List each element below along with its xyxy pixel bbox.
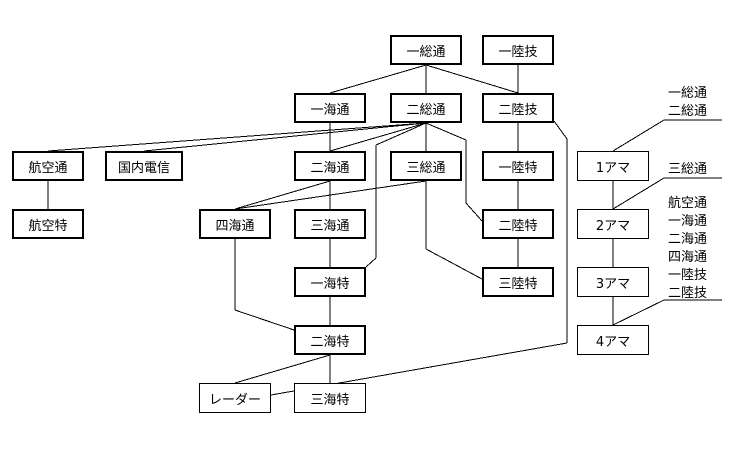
l-sansou-sanriku-2 [425,248,483,280]
l-sansou-yonkai [234,180,427,210]
label-a4-prereq-3: 二海通 [668,232,708,247]
l-nisou-ichikaitoku-3 [365,257,377,268]
label-a4-prereq-2: 一海通 [668,214,708,229]
label-a4-prereq-1: 航空通 [668,196,708,211]
node-san-kaitoku: 三海特 [294,383,366,413]
l-ann4-diag [612,299,665,326]
l-ann2-diag [612,177,665,210]
label-a2-prereq-1: 三総通 [668,162,708,177]
label-a4-prereq-5: 一陸技 [668,268,708,283]
node-yon-kaitsu: 四海通 [199,209,271,239]
node-radar: レーダー [199,383,271,413]
l-nisou-niriku-1 [425,122,467,141]
node-ichi-kaitsu: 一海通 [294,93,366,123]
node-ni-kaitsu: 二海通 [294,151,366,181]
l-ichisou-ichikai [329,64,427,94]
node-ama-2: 2アマ [577,209,649,239]
l-nisou-koku [47,122,427,152]
node-ama-1: 1アマ [577,151,649,181]
node-san-rikutoku: 三陸特 [482,267,554,297]
node-ni-rikutoku: 二陸特 [482,209,554,239]
node-ni-kaitoku: 二海特 [294,325,366,355]
node-san-soutsu: 三総通 [390,151,462,181]
l-niriku-radar-1 [553,120,568,140]
l-yonkai-nikaitoku-2 [234,309,295,331]
node-ichi-soutsu: 一総通 [390,35,462,65]
node-kokunai-denshin: 国内電信 [105,151,183,181]
node-ni-soutsu: 二総通 [390,93,462,123]
label-a1-prereq-1: 一総通 [668,86,708,101]
node-ama-4: 4アマ [577,325,649,355]
l-nisou-niriku-3 [465,202,483,222]
node-ichi-rikugi: 一陸技 [482,35,554,65]
l-nisou-nikai [329,122,427,152]
label-a1-prereq-2: 二総通 [668,104,708,119]
node-san-kaitsu: 三海通 [294,209,366,239]
l-ann1-diag [612,119,665,152]
l-nikai-yonkai [234,180,331,210]
node-koku-tsu: 航空通 [12,151,84,181]
l-nisou-kokunai [143,122,427,152]
l-nisou-ichikaitoku-1 [375,122,427,146]
l-nikaitoku-radar [234,354,331,384]
node-ama-3: 3アマ [577,267,649,297]
node-ichi-kaitoku: 一海特 [294,267,366,297]
label-a4-prereq-6: 二陸技 [668,286,708,301]
node-ni-rikugi: 二陸技 [482,93,554,123]
label-a4-prereq-4: 四海通 [668,250,708,265]
l-ichisou-nirikugi [425,64,519,94]
node-koku-toku: 航空特 [12,209,84,239]
node-ichi-rikutoku: 一陸特 [482,151,554,181]
